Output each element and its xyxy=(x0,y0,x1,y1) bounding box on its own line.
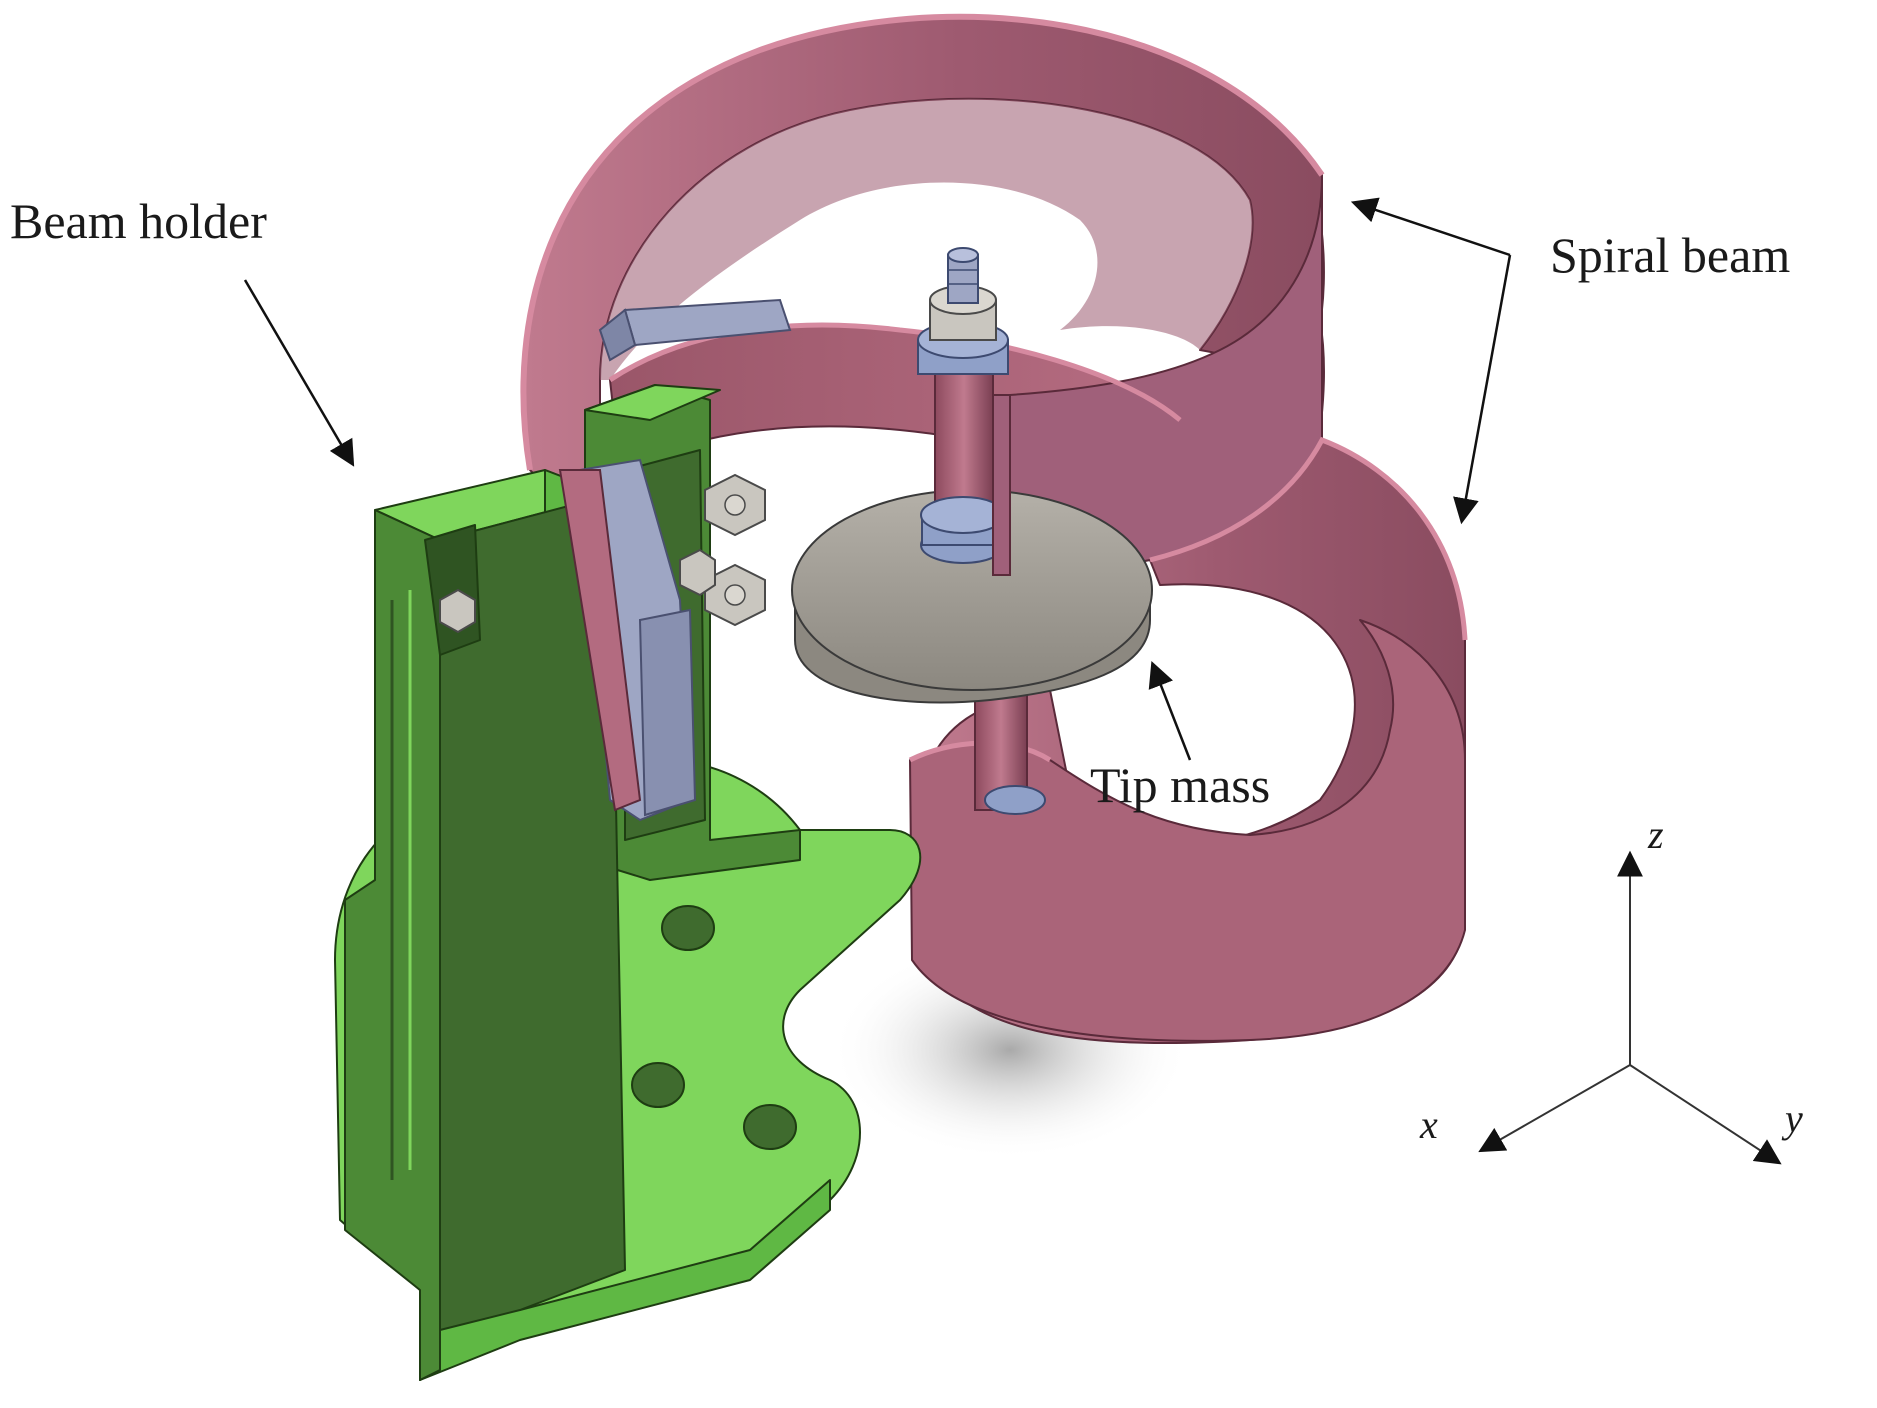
spiral-upper-inner xyxy=(600,98,1253,380)
bolt-side xyxy=(679,548,716,597)
stud-top xyxy=(947,247,979,263)
spiral-beam xyxy=(520,13,1468,1045)
base-hole-1 xyxy=(661,905,715,951)
spiral-beam-label: Spiral beam xyxy=(1550,227,1790,283)
beam-root-segment xyxy=(558,469,642,812)
beam-holder-pointer xyxy=(243,279,355,467)
beam-holder xyxy=(334,298,922,1381)
holder-rear-top xyxy=(584,384,721,421)
spiral-rim-upper xyxy=(520,13,1325,471)
annotations: Beam holder Spiral beam Tip mass xyxy=(10,193,1790,813)
base-hole-2 xyxy=(631,1062,685,1108)
spiral-lower-front xyxy=(909,619,1466,1042)
clamp-plate-side-front xyxy=(638,608,697,817)
bolt-lower xyxy=(704,563,766,627)
spiral-beam-pointer-lower xyxy=(1453,254,1512,525)
holder-base-edge xyxy=(419,1179,831,1381)
bolt-slot xyxy=(439,588,476,634)
axis-triad: z x y xyxy=(1419,812,1803,1165)
z-axis-label: z xyxy=(1647,812,1664,857)
spiral-rim-lower xyxy=(1149,436,1468,641)
spiral-inner-end xyxy=(992,394,1011,576)
nut-lower xyxy=(984,785,1046,815)
bolt-upper xyxy=(704,473,766,537)
tip-mass-assembly xyxy=(791,247,1153,815)
beam-holder-label: Beam holder xyxy=(10,193,267,249)
y-axis-label: y xyxy=(1781,1096,1803,1141)
spiral-beam-pointer-upper xyxy=(1350,197,1511,257)
spiral-rim-inner xyxy=(608,322,1182,422)
tip-mass-pointer xyxy=(1148,660,1192,761)
clamp-plate-top-face xyxy=(598,308,637,362)
tip-mass-label: Tip mass xyxy=(1090,757,1270,813)
x-axis xyxy=(1478,1064,1631,1153)
y-axis xyxy=(1629,1064,1782,1165)
base-hole-3 xyxy=(743,1104,797,1150)
x-axis-label: x xyxy=(1419,1102,1438,1147)
